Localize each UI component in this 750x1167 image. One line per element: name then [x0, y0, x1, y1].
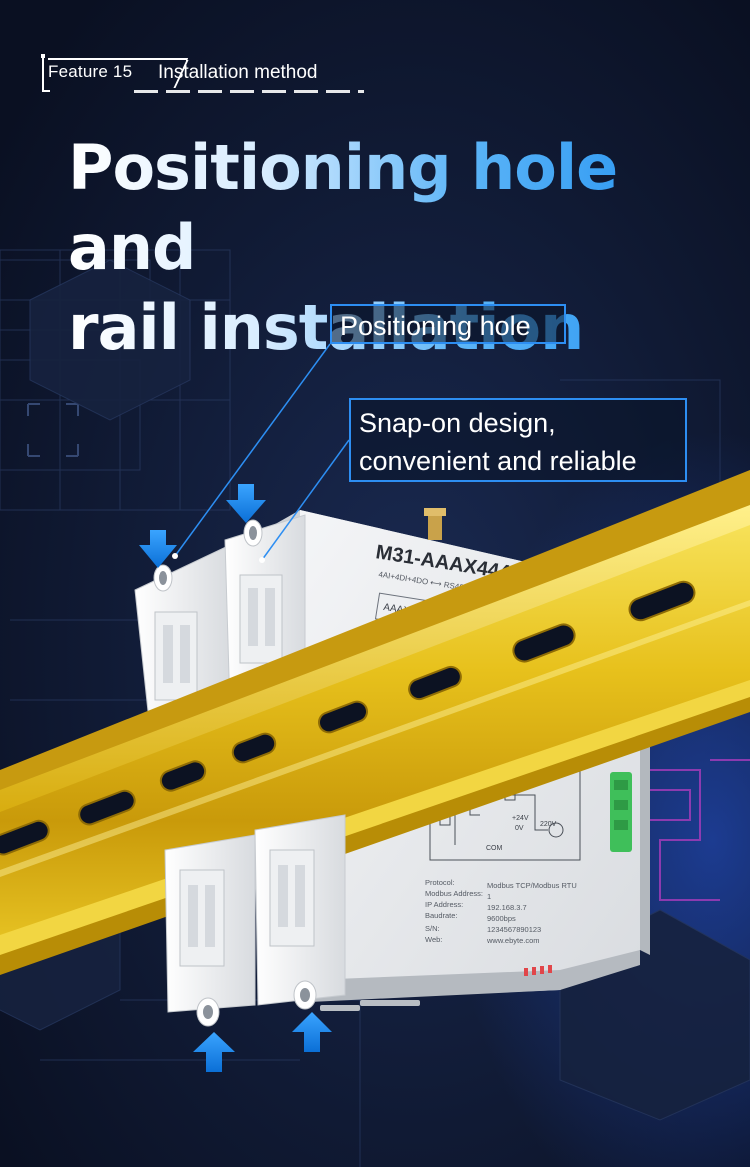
- svg-text:1234567890123: 1234567890123: [487, 925, 541, 934]
- callout-snap-on-line-2: convenient and reliable: [359, 446, 637, 476]
- leader-line-snap-on: [261, 439, 350, 561]
- up-arrow-icon: [193, 1032, 235, 1072]
- svg-text:+24V: +24V: [512, 815, 529, 822]
- feature-tag: Feature 15 Installation method: [41, 54, 372, 93]
- svg-text:Web:: Web:: [425, 935, 442, 944]
- din-rail: [0, 470, 750, 975]
- up-arrow-icon: [292, 1012, 332, 1052]
- svg-text:Modbus Address:: Modbus Address:: [425, 889, 483, 898]
- callout-snap-on: Snap-on design, convenient and reliable: [349, 398, 687, 482]
- svg-text:Modbus TCP/Modbus RTU: Modbus TCP/Modbus RTU: [487, 881, 577, 890]
- svg-text:Protocol:: Protocol:: [425, 878, 455, 887]
- svg-text:0V: 0V: [515, 825, 524, 832]
- headline: Positioning hole and rail installation: [68, 128, 728, 368]
- bottom-clip-right: [254, 814, 346, 1010]
- headline-line-1: Positioning hole and: [68, 128, 728, 288]
- svg-text:220V: 220V: [540, 821, 557, 828]
- svg-text:1: 1: [487, 892, 491, 901]
- leader-line-positioning-hole: [174, 343, 331, 557]
- down-arrow-icon: [226, 484, 266, 523]
- bottom-clip-left: [164, 834, 256, 1027]
- svg-text:www.ebyte.com: www.ebyte.com: [486, 936, 540, 945]
- section-label: Installation method: [158, 62, 318, 83]
- section-underline: [134, 90, 364, 93]
- svg-text:COM: COM: [486, 845, 503, 852]
- tag-bracket: [42, 56, 50, 92]
- tag-bracket-dot: [41, 54, 45, 58]
- feature-label: Feature 15: [48, 62, 133, 81]
- svg-text:S/N:: S/N:: [425, 924, 440, 933]
- svg-text:IP Address:: IP Address:: [425, 900, 463, 909]
- callout-positioning-hole: Positioning hole: [330, 304, 566, 344]
- svg-text:9600bps: 9600bps: [487, 914, 516, 923]
- down-arrow-icon: [139, 530, 177, 568]
- svg-text:Baudrate:: Baudrate:: [425, 911, 458, 920]
- callout-snap-on-line-1: Snap-on design,: [359, 408, 556, 438]
- svg-text:192.168.3.7: 192.168.3.7: [487, 903, 527, 912]
